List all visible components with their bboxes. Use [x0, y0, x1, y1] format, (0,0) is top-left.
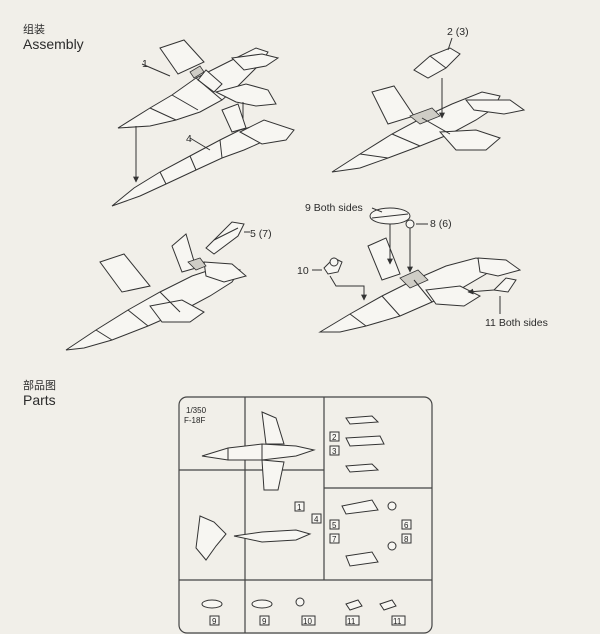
sprue-scale-label: 1/350: [186, 406, 207, 415]
pylon-part-9: [369, 207, 411, 225]
callout-11: 11 Both sides: [485, 317, 548, 329]
callout-2: 2 (3): [447, 26, 469, 38]
antenna-part-8: [405, 219, 415, 244]
parts-heading: 部品图 Parts: [23, 378, 56, 408]
canopy-part-2: [413, 47, 461, 79]
sprue-tag-11b: 11: [393, 617, 402, 626]
fuselage-step-4: [318, 237, 522, 333]
assembly-heading-cn: 组装: [23, 23, 45, 36]
sprue-tag-5: 5: [332, 521, 337, 530]
arrow-11: [467, 288, 495, 295]
upper-fuselage-part-1: [117, 39, 280, 129]
sprue-tag-9b: 9: [262, 617, 267, 626]
part-10: [323, 257, 343, 275]
parts-heading-cn: 部品图: [23, 379, 56, 392]
callout-4: 4: [186, 133, 192, 145]
part-11: [492, 277, 517, 293]
sprue-tag-3: 3: [332, 447, 337, 456]
sprue-tag-4: 4: [314, 515, 319, 524]
assembly-heading-en: Assembly: [23, 36, 84, 52]
callout-8: 8 (6): [430, 218, 452, 230]
assembly-heading: 组装 Assembly: [23, 22, 84, 52]
callout-10: 10: [297, 265, 309, 277]
sprue-tag-8: 8: [404, 535, 409, 544]
sprue-tag-1: 1: [297, 503, 302, 512]
leader-4: [189, 137, 211, 151]
leader-2: [447, 37, 453, 51]
parts-heading-en: Parts: [23, 392, 56, 408]
leader-1: [141, 63, 171, 77]
stabilizer-part-5: [205, 221, 245, 255]
leader-9: [371, 207, 383, 213]
callout-5: 5 (7): [250, 228, 272, 240]
sprue-tag-10: 10: [303, 617, 312, 626]
sprue-tag-11a: 11: [347, 617, 356, 626]
arrow-10: [329, 275, 367, 301]
callout-9: 9 Both sides: [305, 202, 363, 214]
sprue-tag-9a: 9: [212, 617, 217, 626]
lower-fuselage-part-4: [111, 103, 295, 207]
sprue-number-tags: 2 3 1 4 5 6 7 8 9 9 10 11 11: [209, 431, 412, 626]
parts-sprue: 1/350 F-18F 2 3 1 4 5 6 7 8 9 9 10 11 11: [178, 396, 433, 634]
sprue-tag-2: 2: [332, 433, 337, 442]
sprue-tag-6: 6: [404, 521, 409, 530]
fuselage-step-3: [65, 233, 248, 351]
fuselage-step-2: [331, 85, 526, 173]
sprue-tag-7: 7: [332, 535, 337, 544]
callout-1: 1: [142, 58, 148, 70]
sprue-model-label: F-18F: [184, 416, 205, 425]
